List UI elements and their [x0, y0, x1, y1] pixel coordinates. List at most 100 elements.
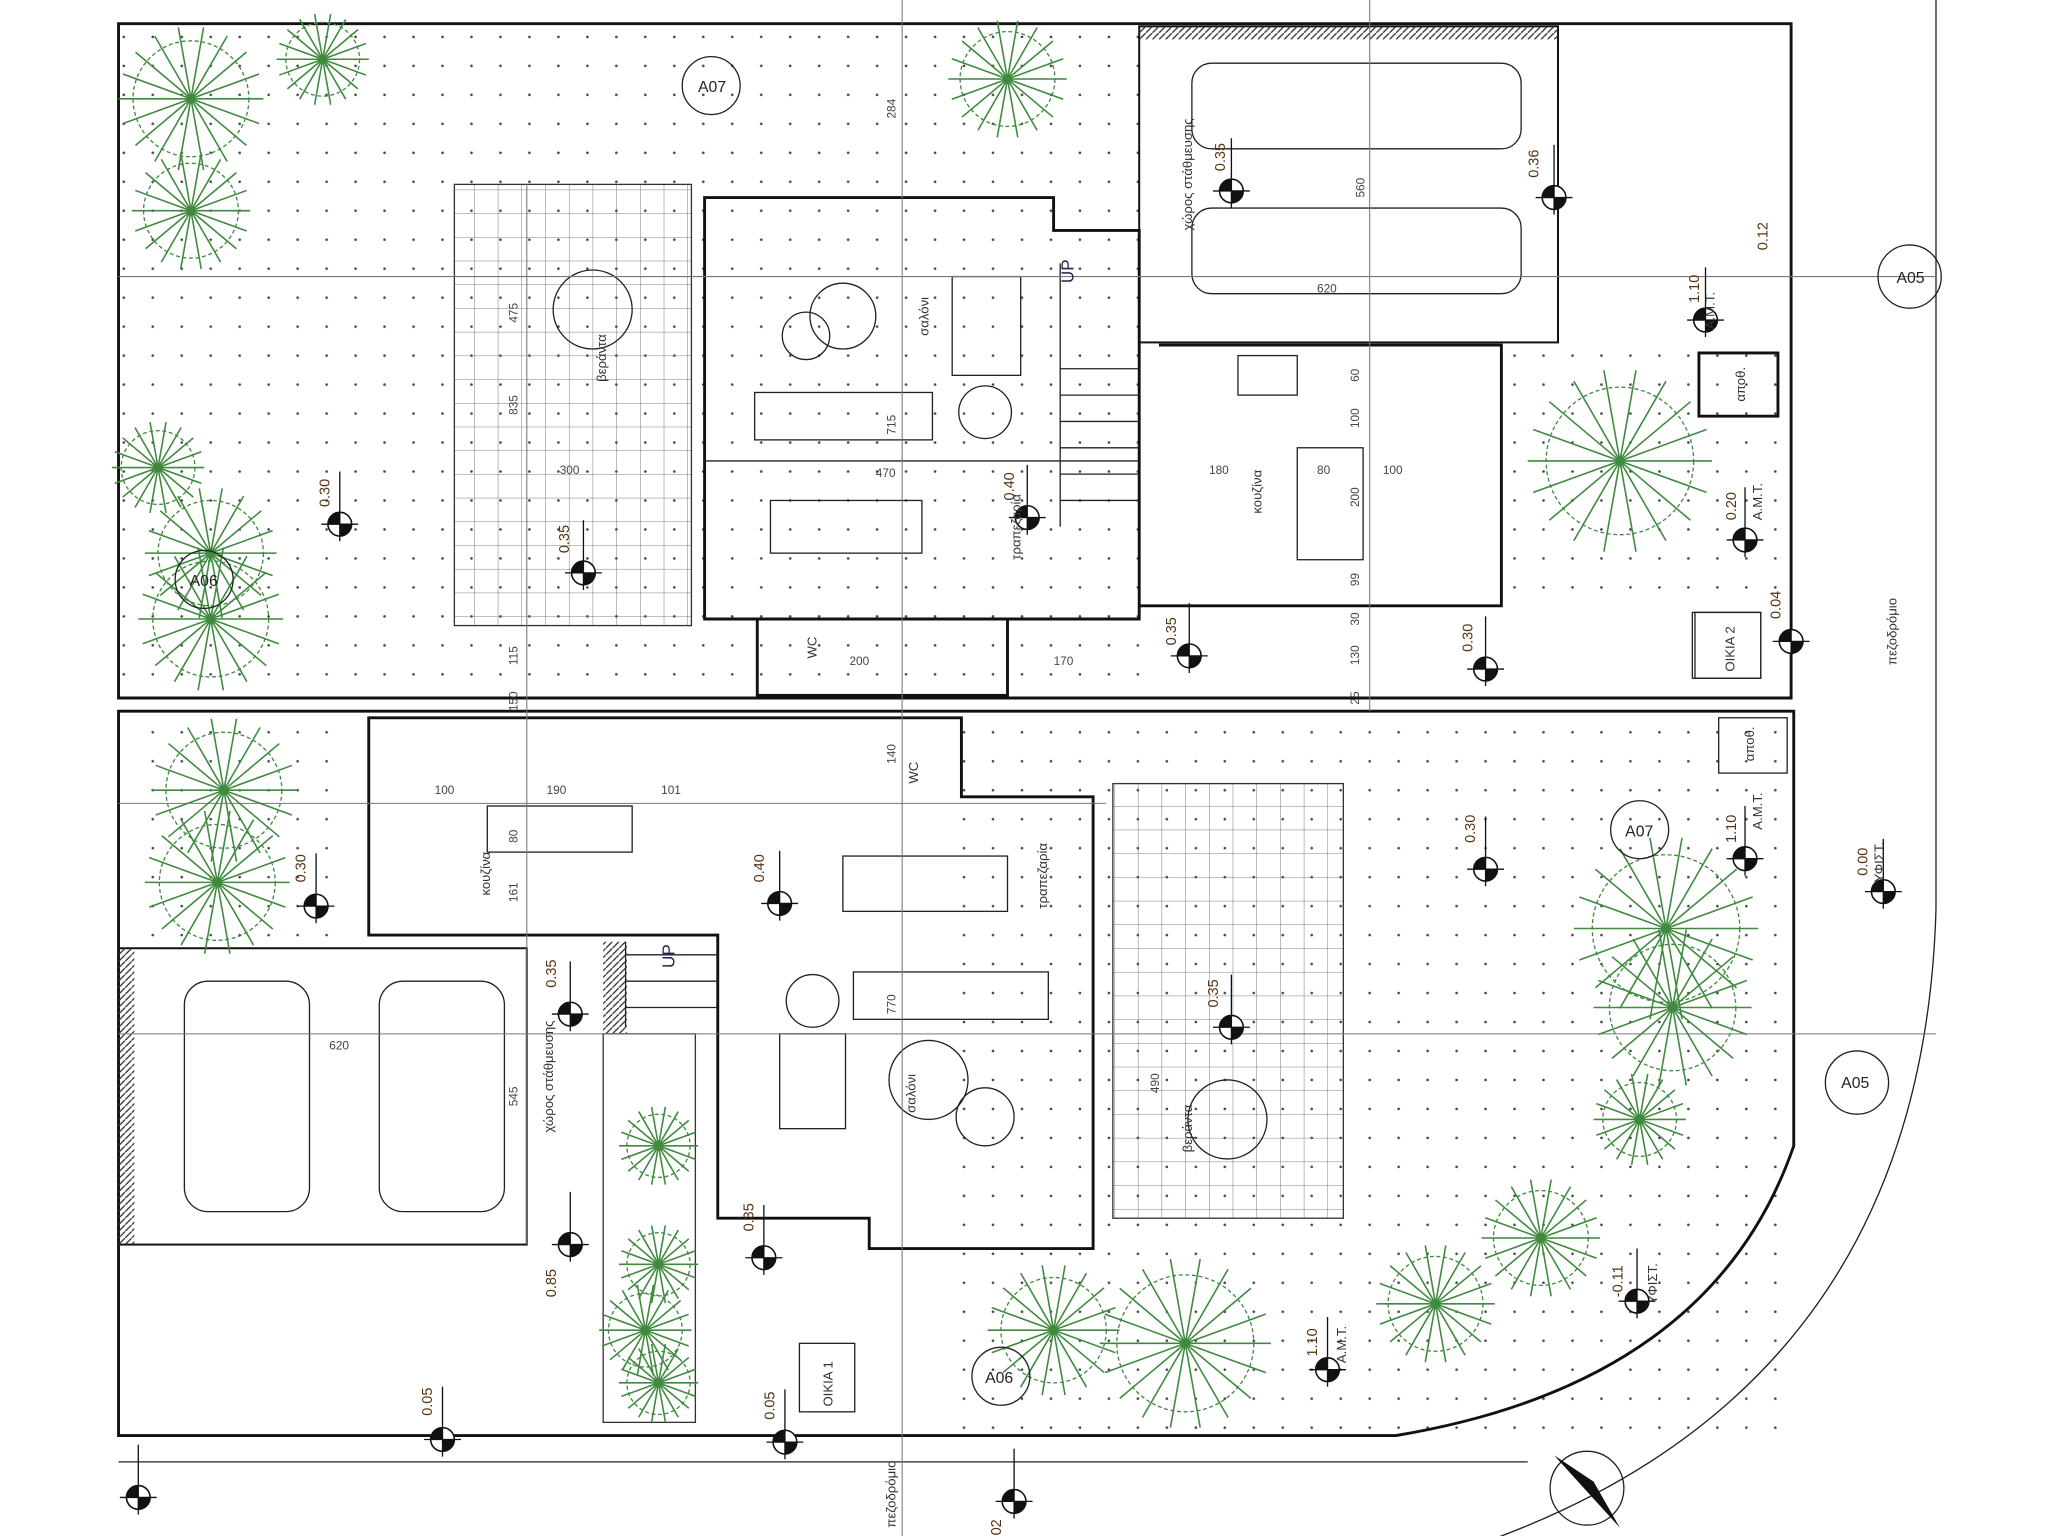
- room-dining-h2: τραπεζαρία: [1009, 494, 1024, 560]
- level-marker-icon: [551, 961, 589, 1032]
- room-parking-h2: χώρος στάθμευσης: [1180, 118, 1195, 230]
- level-marker-icon: [1726, 487, 1764, 558]
- tree-icon: [618, 1106, 699, 1185]
- tree-icon: [118, 27, 264, 171]
- parking-house2: [1138, 25, 1559, 344]
- dim: 99: [1348, 572, 1362, 586]
- dim: 161: [507, 882, 521, 902]
- room-storage-h2: αποθ.: [1733, 367, 1748, 402]
- room-kitchen-h1: κουζίνα: [478, 851, 493, 895]
- room-wc-h2: WC: [805, 637, 820, 659]
- lot-boundary: [117, 0, 1937, 1536]
- stairs-up-h2: UP: [1058, 259, 1077, 283]
- level-marker-icon: [1212, 974, 1250, 1045]
- level-marker-icon: [1618, 1248, 1656, 1319]
- level-marker-icon: [119, 1444, 157, 1515]
- yfist-label: ΥΦΙΣΤ.: [1871, 842, 1886, 883]
- dim: 140: [885, 744, 899, 764]
- dim: 190: [547, 783, 567, 797]
- dim: 25: [1348, 691, 1362, 705]
- sidewalk-south: πεζοδρόμιο: [884, 1461, 899, 1528]
- room-storage-h1: αποθ.: [1742, 726, 1757, 761]
- dim: 150: [507, 691, 521, 711]
- level-marker-icon: [745, 1205, 783, 1275]
- level-marker-icon: [1467, 616, 1505, 687]
- level: 0.36: [1526, 150, 1542, 178]
- level: 0.00: [1856, 848, 1872, 876]
- tree-icon: [618, 1225, 699, 1304]
- level-marker-icon: [1309, 1317, 1346, 1387]
- tree-icon: [144, 810, 290, 954]
- level: 0.35: [1164, 617, 1180, 645]
- level: 0.40: [752, 854, 768, 882]
- dim: 101: [661, 783, 681, 797]
- amt-label: A.M.T.: [1750, 792, 1765, 829]
- grid-axes: [118, 0, 1936, 1536]
- level-marker-icon: [321, 471, 359, 542]
- level: 0.30: [1463, 815, 1479, 843]
- level: 0.02: [989, 1519, 1005, 1536]
- section-mark-a06-left: A06: [174, 549, 234, 610]
- car: [183, 980, 311, 1213]
- north-arrow-icon: [1549, 1450, 1625, 1528]
- dim: 620: [1317, 281, 1337, 295]
- svg-text:A07: A07: [1625, 823, 1653, 840]
- level: 0.12: [1755, 222, 1771, 250]
- level-marker-icon: [1212, 138, 1250, 209]
- level-marker-icon: [1726, 806, 1764, 876]
- svg-text:A06: A06: [985, 1370, 1013, 1387]
- dim: 200: [849, 654, 869, 668]
- dim: 715: [885, 414, 899, 434]
- tree-icon: [138, 547, 284, 691]
- dim: 30: [1348, 612, 1362, 626]
- level: 1.10: [1305, 1328, 1321, 1356]
- level-marker-icon: [1535, 144, 1573, 215]
- car: [1191, 207, 1522, 295]
- tree-icon: [1593, 929, 1752, 1086]
- level-markers: [119, 138, 1902, 1519]
- section-mark-a07-top: A07: [681, 55, 741, 116]
- dim: 475: [507, 302, 521, 322]
- sidewalk-east: πεζοδρόμιο: [1884, 598, 1899, 665]
- dim: 180: [1209, 463, 1229, 477]
- level: 0.35: [1206, 979, 1222, 1007]
- dim: 100: [435, 783, 455, 797]
- tree-icon: [131, 152, 251, 270]
- level: 1.10: [1724, 815, 1740, 843]
- level: 0.40: [1002, 472, 1018, 500]
- room-veranda-h2: βεράντα: [594, 334, 609, 382]
- section-mark-a05-top: A05: [1877, 244, 1942, 309]
- tree-icon: [111, 421, 205, 514]
- level: 0.20: [1724, 492, 1740, 520]
- level: 0.30: [317, 479, 333, 507]
- dim: 130: [1348, 645, 1362, 665]
- car: [378, 980, 506, 1213]
- house1-building: [367, 716, 1788, 1424]
- tree-icon: [1593, 1073, 1686, 1166]
- dim: 80: [1317, 463, 1331, 477]
- tree-icon: [1099, 1258, 1271, 1428]
- level-marker-icon: [297, 853, 335, 924]
- dim: 80: [507, 829, 521, 843]
- house1-tag: ΟΙΚΙΑ 1: [798, 1342, 856, 1413]
- level: 0.05: [762, 1392, 778, 1420]
- garden-house1-east: [961, 717, 1792, 1436]
- dim: 115: [507, 646, 521, 665]
- level: 0.05: [420, 1388, 436, 1416]
- section-mark-a05-bottom: A05: [1824, 1050, 1890, 1115]
- svg-text:A07: A07: [698, 79, 726, 96]
- dim: 770: [885, 994, 899, 1014]
- svg-text:A05: A05: [1841, 1075, 1869, 1092]
- room-living-h2: σαλόνι: [916, 297, 931, 336]
- room-living-h1: σαλόνι: [903, 1074, 918, 1113]
- level: 0.35: [557, 525, 573, 553]
- level-marker-icon: [1467, 816, 1505, 887]
- level-marker-icon: [1008, 464, 1046, 535]
- section-mark-a07-bottom: A07: [1610, 800, 1670, 860]
- section-mark-a06: A06: [971, 1346, 1031, 1406]
- room-dining-h1: τραπεζαρία: [1035, 843, 1050, 909]
- level-marker-icon: [1864, 838, 1902, 909]
- yfist-label: ΥΦΙΣΤ.: [1645, 1263, 1660, 1304]
- tree-icon: [1376, 1245, 1495, 1363]
- level-marker-icon: [761, 850, 799, 921]
